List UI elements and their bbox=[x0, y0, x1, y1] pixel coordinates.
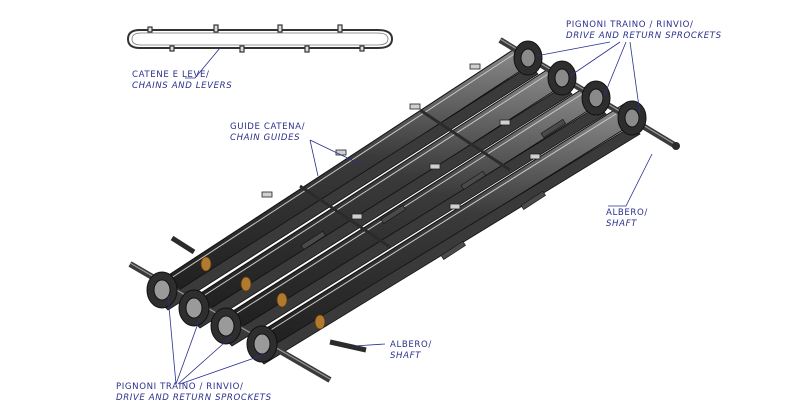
label-chains-en: CHAINS AND LEVERS bbox=[132, 81, 233, 91]
label-chain-guides: GUIDE CATENA/ CHAIN GUIDES bbox=[230, 122, 305, 144]
label-chains-and-levers: CATENE E LEVE/ CHAINS AND LEVERS bbox=[132, 70, 232, 92]
label-shaft-bottom-en: SHAFT bbox=[390, 351, 421, 361]
label-chains-it: CATENE E LEVE/ bbox=[132, 70, 210, 80]
label-shaft-bottom-it: ALBERO/ bbox=[390, 340, 432, 350]
label-sprockets-bottom-en: DRIVE AND RETURN SPROCKETS bbox=[116, 393, 272, 403]
bronze-bushings bbox=[200, 256, 326, 330]
label-sprockets-top-en: DRIVE AND RETURN SPROCKETS bbox=[566, 31, 722, 41]
label-sprockets-top: PIGNONI TRAINO / RINVIO/ DRIVE AND RETUR… bbox=[566, 20, 722, 42]
label-shaft-right-en: SHAFT bbox=[606, 219, 637, 229]
label-shaft-right-it: ALBERO/ bbox=[606, 208, 648, 218]
label-shaft-bottom: ALBERO/ SHAFT bbox=[390, 340, 432, 362]
label-sprockets-bottom-it: PIGNONI TRAINO / RINVIO/ bbox=[116, 382, 244, 392]
label-guides-en: CHAIN GUIDES bbox=[230, 133, 301, 143]
label-sprockets-bottom: PIGNONI TRAINO / RINVIO/ DRIVE AND RETUR… bbox=[116, 382, 272, 404]
leader-lines bbox=[167, 41, 653, 385]
label-guides-it: GUIDE CATENA/ bbox=[230, 122, 306, 132]
near-sprockets bbox=[146, 271, 278, 363]
chain-loop bbox=[126, 24, 394, 53]
label-sprockets-top-it: PIGNONI TRAINO / RINVIO/ bbox=[566, 20, 694, 30]
conveyor-lanes bbox=[157, 43, 643, 365]
label-shaft-right: ALBERO/ SHAFT bbox=[606, 208, 648, 230]
